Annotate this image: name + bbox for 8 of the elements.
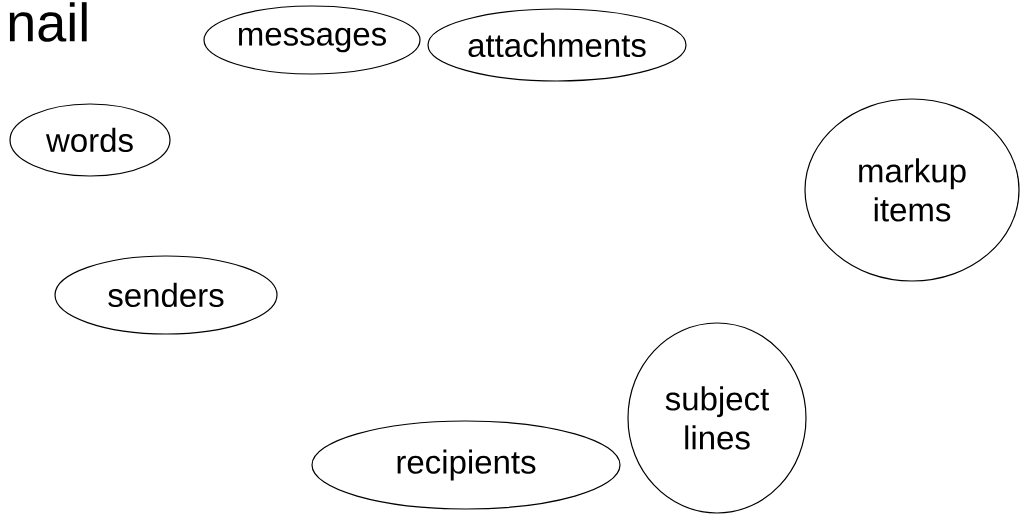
ellipse-node: senders bbox=[54, 255, 278, 335]
ellipse-node: subject lines bbox=[627, 322, 807, 514]
ellipse-node: messages bbox=[203, 5, 421, 75]
ellipse-node: attachments bbox=[427, 8, 687, 82]
title: nail bbox=[9, 2, 87, 42]
ellipse-node: markup items bbox=[804, 98, 1020, 282]
ellipse-node: recipients bbox=[311, 420, 621, 510]
ellipse-node: words bbox=[9, 103, 171, 177]
